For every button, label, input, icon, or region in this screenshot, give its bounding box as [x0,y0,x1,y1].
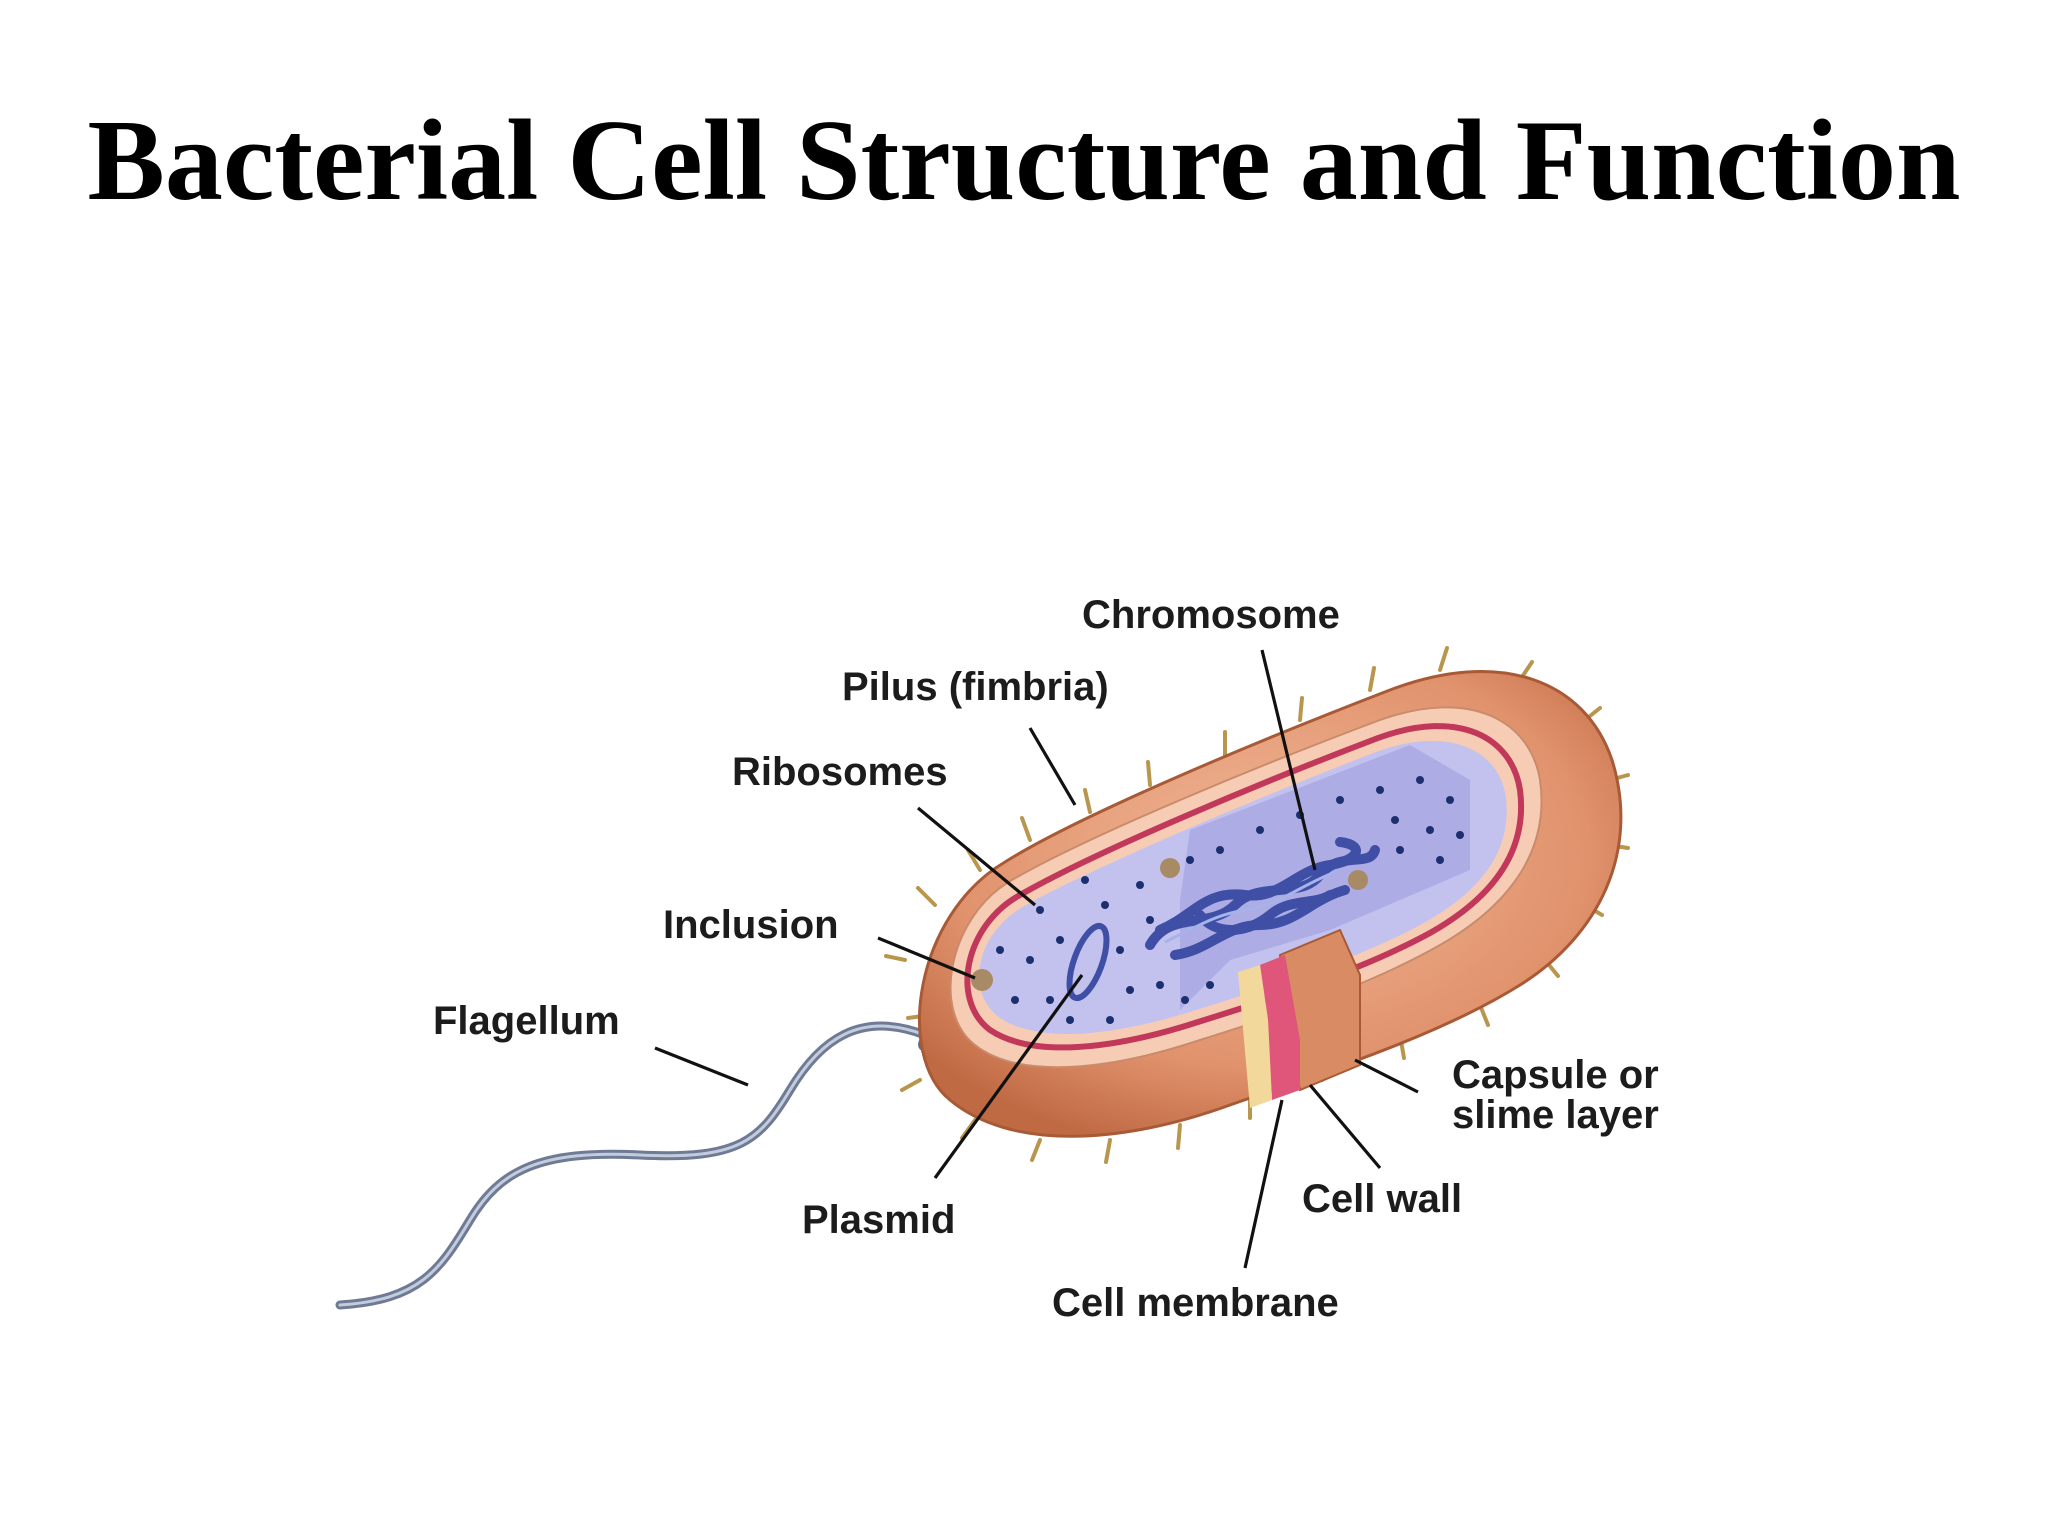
chromosome [1145,837,1380,960]
label-ribosomes: Ribosomes [732,750,948,794]
plasmid [1066,922,1110,1002]
label-cell-membrane: Cell membrane [1052,1281,1339,1325]
flagellum [335,1021,930,1310]
inclusion [1160,858,1180,878]
leader-capsule [1354,1058,1419,1094]
label-flagellum: Flagellum [433,999,620,1043]
slide-title: Bacterial Cell Structure and Function [87,97,1961,225]
leader-chromosome [1260,649,1317,871]
label-inclusion: Inclusion [663,903,839,947]
cut-face-membrane [1238,965,1272,1108]
inclusion [1348,870,1368,890]
leader-cell-wall [1308,1083,1382,1170]
label-plasmid: Plasmid [802,1198,955,1242]
leader-pilus [1028,727,1077,806]
label-chromosome: Chromosome [1082,593,1340,637]
label-capsule-line1: Capsule or [1452,1053,1659,1097]
leader-inclusion [877,936,976,980]
cut-face-wall [1260,955,1300,1100]
leader-flagellum [654,1046,749,1087]
leader-plasmid [933,974,1084,1179]
leader-cell-membrane [1243,1099,1284,1269]
label-pilus: Pilus (fimbria) [842,665,1109,709]
label-capsule-line2: slime layer [1452,1093,1659,1137]
inclusion [971,969,993,991]
leader-ribosomes [916,806,1037,907]
label-cell-wall: Cell wall [1302,1177,1462,1221]
cell-membrane [964,723,1525,1051]
ribosomes [996,776,1464,1024]
